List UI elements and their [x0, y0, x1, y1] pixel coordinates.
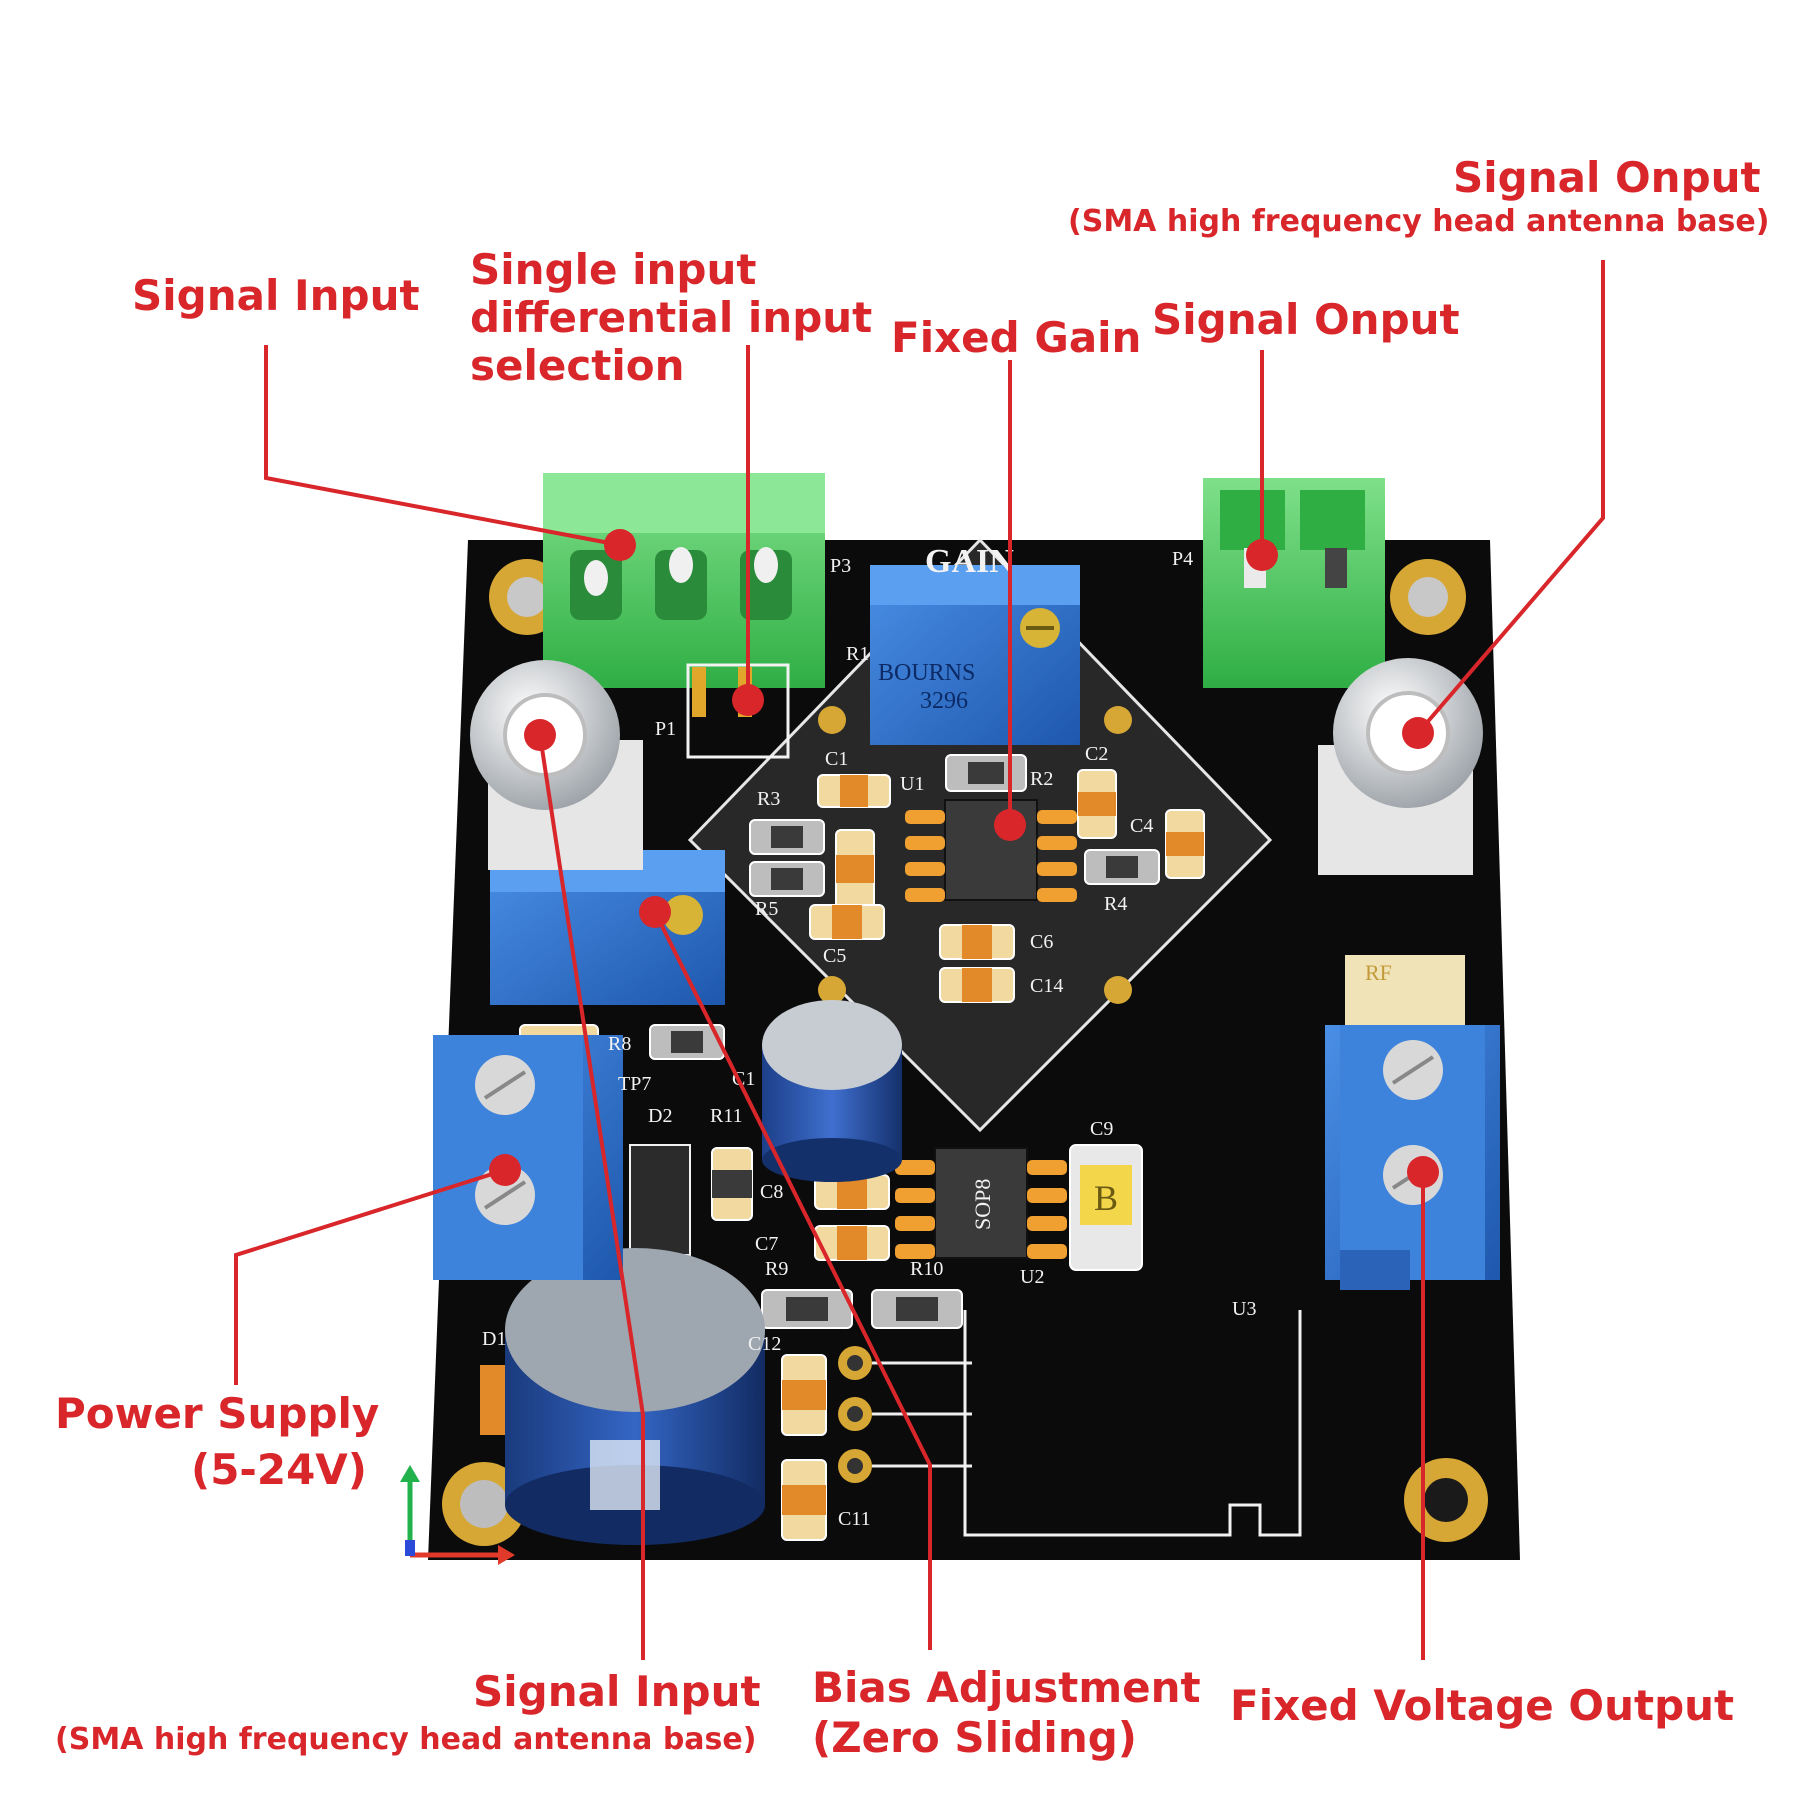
label-signal-input-top: Signal Input	[132, 271, 420, 320]
label-signal-onput-top: Signal Onput	[1453, 153, 1761, 202]
c12-silk: C12	[748, 1333, 781, 1355]
r5-silk: R5	[755, 898, 778, 920]
pot-code-silk: 3296	[920, 688, 968, 714]
screw-terminal-power	[433, 1035, 623, 1280]
label-fixed-voltage: Fixed Voltage Output	[1230, 1681, 1735, 1730]
r10-silk: R10	[910, 1258, 943, 1280]
dot-signal-onput-mid	[1246, 539, 1278, 571]
c4-silk: C4	[1130, 815, 1153, 837]
r1-silk: R1	[846, 643, 869, 665]
rf-module	[1345, 955, 1465, 1025]
u1-silk: U1	[900, 773, 924, 795]
dot-bias	[639, 896, 671, 928]
label-signal-onput-mid: Signal Onput	[1152, 295, 1460, 344]
tp7-silk: TP7	[618, 1073, 651, 1095]
c9-silk: C9	[1090, 1118, 1113, 1140]
leader-signal-input-top	[264, 345, 621, 547]
callout-dots	[489, 529, 1439, 1188]
r8-silk: R8	[608, 1033, 631, 1055]
label-single-diff-line3: selection	[470, 341, 685, 390]
sop8-silk: SOP8	[970, 1179, 995, 1230]
label-bias-line1: Bias Adjustment	[812, 1663, 1201, 1712]
terminal-block-p3	[543, 473, 825, 688]
c8-silk: C8	[760, 1181, 783, 1203]
u2-silk: U2	[1020, 1266, 1044, 1288]
smd-components	[480, 754, 1205, 1541]
label-single-diff-line1: Single input	[470, 245, 757, 294]
r9-silk: R9	[765, 1258, 788, 1280]
c2-silk: C2	[1085, 743, 1108, 765]
c6-silk: C6	[1030, 931, 1053, 953]
dot-signal-input-top	[604, 529, 636, 561]
d1-silk: D1	[482, 1328, 506, 1350]
r11-silk: R11	[710, 1105, 743, 1127]
c7-silk: C7	[755, 1233, 778, 1255]
label-bias-line2: (Zero Sliding)	[812, 1713, 1137, 1762]
diamond-vias	[818, 706, 1132, 1004]
dot-single-diff	[732, 684, 764, 716]
label-power-supply-line1: Power Supply	[55, 1389, 380, 1438]
bourns-silk: BOURNS	[878, 660, 975, 686]
r4-silk: R4	[1104, 893, 1127, 915]
p3-silk: P3	[830, 555, 851, 577]
label-sma-bottom: (SMA high frequency head antenna base)	[55, 1722, 757, 1757]
label-power-supply: Power Supply (5-24V)	[55, 1389, 380, 1494]
u3-silk: U3	[1232, 1298, 1256, 1320]
silkscreen-labels: GAIN P3 P4 P1 R1 BOURNS 3296 U1 R2 C1 C2…	[482, 543, 1392, 1530]
label-sma-top: (SMA high frequency head antenna base)	[1068, 204, 1770, 239]
rf-silk: RF	[1365, 960, 1392, 985]
label-signal-input-bottom: Signal Input	[473, 1667, 761, 1716]
mounting-hole-br	[1404, 1458, 1488, 1542]
electrolytic-capacitor-large	[505, 1248, 765, 1545]
c11-silk: C11	[838, 1508, 871, 1530]
label-bias: Bias Adjustment (Zero Sliding)	[812, 1664, 1201, 1762]
c5-silk: C5	[823, 945, 846, 967]
c1-cap-silk: C1	[732, 1068, 755, 1090]
dot-signal-onput-top	[1402, 717, 1434, 749]
leader-bias	[653, 911, 932, 1650]
label-single-diff-line2: differential input	[470, 293, 873, 342]
dot-fixed-voltage	[1407, 1156, 1439, 1188]
pin-header-u3	[838, 1310, 1302, 1537]
label-fixed-gain: Fixed Gain	[891, 313, 1142, 362]
r2-silk: R2	[1030, 768, 1053, 790]
dot-signal-input-bottom	[524, 719, 556, 751]
leader-signal-onput-top	[1416, 260, 1605, 735]
electrolytic-capacitor-small	[762, 1000, 902, 1182]
c14-silk: C14	[1030, 975, 1063, 997]
dot-fixed-gain	[994, 809, 1026, 841]
leader-signal-input-bottom	[538, 734, 645, 1660]
p4-silk: P4	[1172, 548, 1193, 570]
label-power-supply-line2: (5-24V)	[191, 1445, 367, 1494]
gain-silk: GAIN	[925, 543, 1014, 580]
screw-terminal-output	[1325, 1025, 1500, 1290]
p1-silk: P1	[655, 718, 676, 740]
c1-silk: C1	[825, 748, 848, 770]
terminal-block-p4	[1203, 478, 1385, 688]
chip-b-silk: B	[1094, 1178, 1118, 1218]
gain-potentiometer	[870, 565, 1080, 745]
label-single-diff: Single input differential input selectio…	[470, 246, 872, 390]
leader-power-supply	[234, 1168, 506, 1385]
dot-power-supply	[489, 1154, 521, 1186]
axis-gizmo	[400, 1465, 515, 1565]
d2-silk: D2	[648, 1105, 672, 1127]
chip-u2	[895, 1147, 1067, 1259]
leader-lines	[234, 260, 1605, 1660]
r3-silk: R3	[757, 788, 780, 810]
mounting-hole-tr	[1390, 559, 1466, 635]
